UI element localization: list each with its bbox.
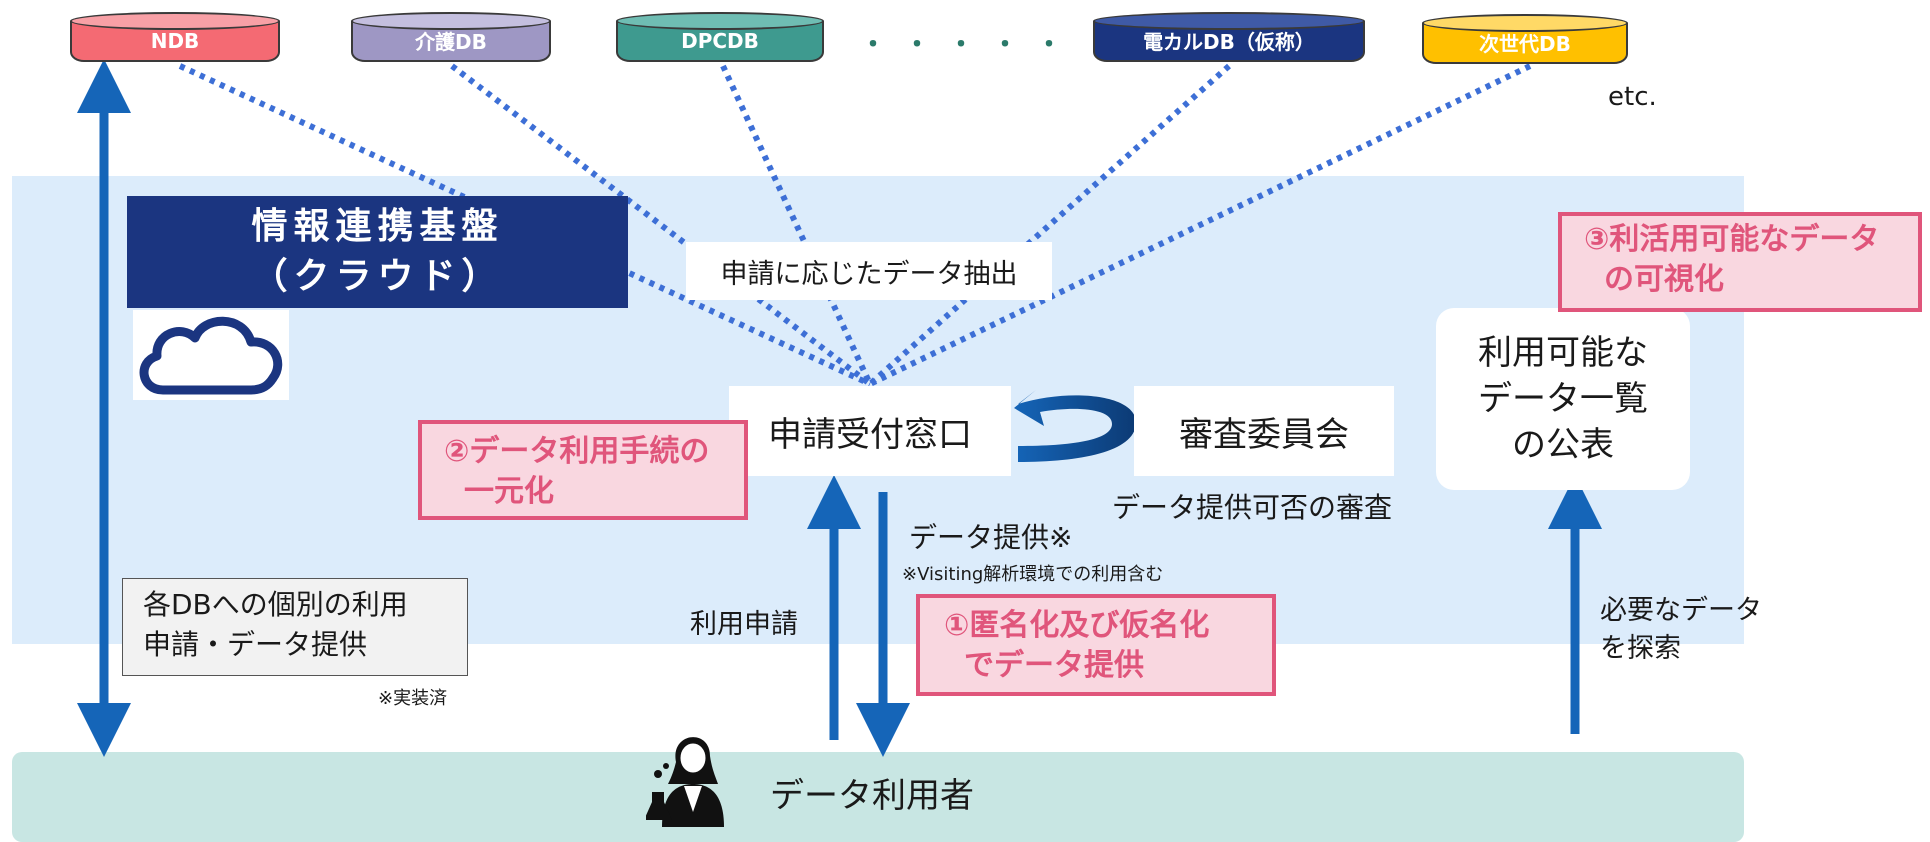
provide-label: データ提供※ xyxy=(909,521,1073,554)
review-committee: 審査委員会 xyxy=(1134,386,1394,476)
published-line2: データ一覧 xyxy=(1478,379,1648,419)
point-1-box: ①匿名化及び仮名化 でデータ提供 xyxy=(916,594,1276,696)
platform-title: 情報連携基盤 （クラウド） xyxy=(127,196,628,308)
apply-label: 利用申請 xyxy=(690,609,798,640)
point-2-line1: ②データ利用手続の xyxy=(444,434,710,469)
visiting-note: ※Visiting解析環境での利用含む xyxy=(902,564,1164,585)
db-kaigo: 介護DB xyxy=(351,12,551,62)
point-1-line1: ①匿名化及び仮名化 xyxy=(944,608,1210,643)
extract-label: 申請に応じたデータ抽出 xyxy=(686,242,1052,300)
point-3-line2: の可視化 xyxy=(1604,262,1724,297)
application-window: 申請受付窓口 xyxy=(729,386,1011,476)
db-dpcdb-label: DPCDB xyxy=(616,21,824,62)
db-kaigo-label: 介護DB xyxy=(351,21,551,62)
published-line1: 利用可能な xyxy=(1478,333,1648,373)
data-user-label: データ利用者 xyxy=(770,776,974,816)
db-jisedai: 次世代DB xyxy=(1422,14,1628,64)
platform-title-line2: （クラウド） xyxy=(251,256,504,297)
point-3-line1: ③利活用可能なデータ xyxy=(1584,222,1880,257)
review-label: データ提供可否の審査 xyxy=(1112,491,1393,524)
etc-label: etc. xyxy=(1608,82,1657,112)
individual-line2: 申請・データ提供 xyxy=(143,628,368,661)
db-ndb: NDB xyxy=(70,12,280,62)
curved-arrow xyxy=(1014,390,1137,462)
db-jisedai-label: 次世代DB xyxy=(1422,23,1628,64)
dotted-line-denkaru xyxy=(868,63,1231,387)
dotted-line-jisedai xyxy=(868,63,1532,387)
point-3-box: ③利活用可能なデータ の可視化 xyxy=(1558,212,1922,312)
search-line1: 必要なデータ xyxy=(1600,595,1762,626)
point-2-box: ②データ利用手続の 一元化 xyxy=(418,420,748,520)
point-2-line2: 一元化 xyxy=(464,474,554,509)
individual-line1: 各DBへの個別の利用 xyxy=(143,588,408,621)
cloud-icon xyxy=(133,310,289,400)
published-list: 利用可能な データ一覧 の公表 xyxy=(1436,308,1690,490)
point-1-line2: でデータ提供 xyxy=(964,648,1144,683)
published-line3: の公表 xyxy=(1512,425,1614,465)
search-line2: を探索 xyxy=(1600,633,1681,664)
db-denkaru: 電カルDB（仮称） xyxy=(1093,12,1365,62)
individual-application-box: 各DBへの個別の利用 申請・データ提供 xyxy=(122,578,468,676)
implemented-note: ※実装済 xyxy=(378,688,448,709)
ellipsis: ・・・・・ xyxy=(860,30,1081,60)
dotted-line-dpcdb xyxy=(720,64,873,386)
search-label: 必要なデータ を探索 xyxy=(1600,592,1762,668)
db-dpcdb: DPCDB xyxy=(616,12,824,62)
platform-title-line1: 情報連携基盤 xyxy=(251,206,504,247)
researcher-icon xyxy=(644,722,740,827)
